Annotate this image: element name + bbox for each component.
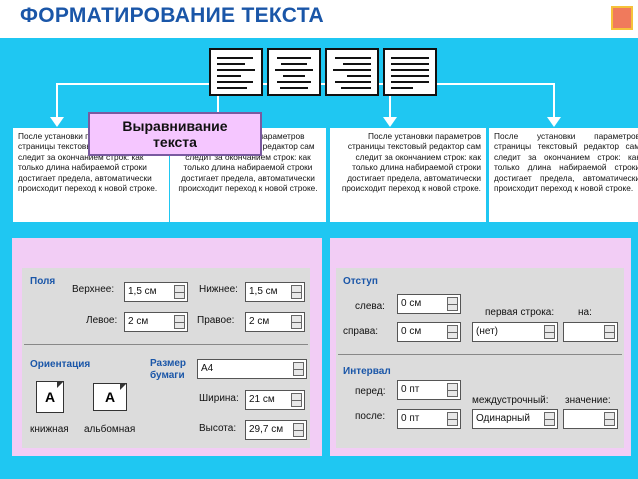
spinner-icon[interactable] <box>291 393 302 407</box>
spacing-after-field[interactable]: 0 пт <box>397 409 461 429</box>
first-line-label: первая строка: <box>485 307 555 318</box>
spinner-icon[interactable] <box>174 315 185 329</box>
paper-size-title: Размер бумаги <box>150 358 187 381</box>
paper-width-value: 21 см <box>249 394 275 405</box>
height-label: Высота: <box>199 423 237 434</box>
landscape-option[interactable]: A <box>93 383 127 411</box>
section-divider <box>338 354 622 355</box>
arrow-down-icon <box>50 117 64 127</box>
indent-title: Отступ <box>343 276 378 287</box>
alignment-callout: Выравнивание текста <box>88 112 262 156</box>
line-spacing-select[interactable]: Одинарный <box>472 409 558 429</box>
align-right-icon[interactable] <box>325 48 379 96</box>
spacing-before-field[interactable]: 0 пт <box>397 380 461 400</box>
line-spacing-label: междустрочный: <box>472 395 549 406</box>
bottom-margin-label: Нижнее: <box>199 284 238 295</box>
portrait-letter: A <box>44 389 56 405</box>
spinner-icon[interactable] <box>293 423 304 437</box>
page-title: ФОРМАТИРОВАНИЕ ТЕКСТА <box>20 4 324 27</box>
spinner-icon[interactable] <box>174 285 185 299</box>
connector-stem-left <box>56 83 58 119</box>
spacing-before-value: 0 пт <box>401 384 420 395</box>
spinner-icon[interactable] <box>447 383 458 397</box>
align-left-icon[interactable] <box>209 48 263 96</box>
line-spacing-value-field[interactable] <box>563 409 618 429</box>
indent-left-value: 0 см <box>401 298 422 309</box>
arrow-down-icon <box>547 117 561 127</box>
callout-line-2: текста <box>153 134 197 150</box>
arrow-down-icon <box>383 117 397 127</box>
orientation-title: Ориентация <box>30 359 91 370</box>
dropdown-icon[interactable] <box>544 325 555 339</box>
paper-width-field[interactable]: 21 см <box>245 390 305 410</box>
right-margin-field[interactable]: 2 см <box>245 312 305 332</box>
first-line-value: (нет) <box>476 326 498 337</box>
connector-stem-justify <box>553 83 555 119</box>
dropdown-icon[interactable] <box>544 412 555 426</box>
margins-title: Поля <box>30 276 56 287</box>
right-margin-label: Правое: <box>197 315 235 326</box>
paper-height-field[interactable]: 29,7 см <box>245 420 307 440</box>
indent-right-value: 0 см <box>401 326 422 337</box>
indent-right-label: справа: <box>343 326 379 337</box>
sample-text-right: После установки параметров страницы текс… <box>330 128 486 222</box>
left-margin-label: Левое: <box>86 315 118 326</box>
spinner-icon[interactable] <box>291 285 302 299</box>
dropdown-icon[interactable] <box>293 362 304 376</box>
value-label: значение: <box>565 395 611 406</box>
paper-size-value: A4 <box>201 363 214 374</box>
paper-height-value: 29,7 см <box>249 424 284 435</box>
bottom-margin-value: 1,5 см <box>249 286 278 297</box>
spinner-icon[interactable] <box>447 325 458 339</box>
section-divider <box>24 344 308 345</box>
sample-text-justify: После установки параметров страницы текс… <box>489 128 638 222</box>
spinner-icon[interactable] <box>447 297 458 311</box>
align-center-icon[interactable] <box>267 48 321 96</box>
paper-size-select[interactable]: A4 <box>197 359 307 379</box>
line-spacing-value: Одинарный <box>476 413 530 424</box>
indent-left-field[interactable]: 0 см <box>397 294 461 314</box>
first-line-select[interactable]: (нет) <box>472 322 558 342</box>
landscape-letter: A <box>104 389 116 405</box>
width-label: Ширина: <box>199 393 239 404</box>
spinner-icon[interactable] <box>447 412 458 426</box>
portrait-option[interactable]: A <box>36 381 64 413</box>
interval-title: Интервал <box>343 366 391 377</box>
indent-left-label: слева: <box>355 301 385 312</box>
left-margin-field[interactable]: 2 см <box>124 312 188 332</box>
right-margin-value: 2 см <box>249 316 270 327</box>
callout-line-1: Выравнивание <box>122 118 228 134</box>
bottom-margin-field[interactable]: 1,5 см <box>245 282 305 302</box>
top-margin-value: 1,5 см <box>128 286 157 297</box>
after-label: после: <box>355 411 386 422</box>
spinner-icon[interactable] <box>604 325 615 339</box>
portrait-label: книжная <box>30 424 69 435</box>
top-margin-field[interactable]: 1,5 см <box>124 282 188 302</box>
landscape-label: альбомная <box>84 424 136 435</box>
spinner-icon[interactable] <box>291 315 302 329</box>
next-slide-button[interactable] <box>611 6 633 30</box>
connector-stem-center <box>217 96 219 118</box>
left-margin-value: 2 см <box>128 316 149 327</box>
spinner-icon[interactable] <box>604 412 615 426</box>
on-label: на: <box>578 307 592 318</box>
spacing-after-value: 0 пт <box>401 413 420 424</box>
align-justify-icon[interactable] <box>383 48 437 96</box>
first-line-amount-field[interactable] <box>563 322 618 342</box>
before-label: перед: <box>355 386 386 397</box>
indent-right-field[interactable]: 0 см <box>397 322 461 342</box>
top-margin-label: Верхнее: <box>72 284 115 295</box>
connector-stem-right <box>389 96 391 118</box>
